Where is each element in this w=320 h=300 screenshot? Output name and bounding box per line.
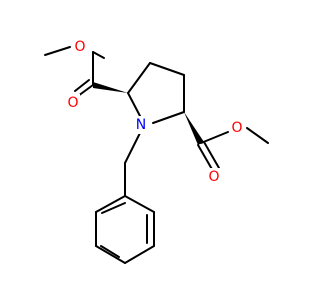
bond-carbonyl-double-left-2: [74, 79, 90, 92]
phenyl-bond-6: [95, 195, 126, 213]
phenyl-inner-bond-3: [101, 202, 126, 214]
bond-carbonyl-double-left-1: [77, 84, 94, 97]
molecule-structure: O O N O O: [44, 38, 269, 264]
ring-bond-n-c2: [127, 92, 141, 117]
bond-carbonyl-double-right-2: [203, 141, 220, 169]
oxygen-label-bg-right-ester: [231, 119, 244, 137]
oxygen-label-bg-right-carbonyl: [208, 168, 221, 186]
bond-n-ch2: [124, 132, 141, 164]
oxygen-label-bg-top: [74, 38, 87, 56]
oxygen-label-left: O: [67, 95, 78, 111]
ring-bond-c3-c4: [149, 62, 185, 76]
atom-labels: O O N O O: [67, 38, 244, 186]
phenyl-bond-3: [124, 245, 155, 264]
nitrogen-label: N: [136, 117, 146, 133]
ring-bond-c2-c3: [127, 62, 151, 94]
bond-o-ester-methyl-right: [246, 127, 269, 144]
phenyl-bond-4: [95, 245, 126, 264]
bond-right-carbonyl-o-ester: [200, 131, 229, 144]
wedge-bond-right: [184, 112, 204, 145]
oxygen-label-right-ester: O: [231, 120, 242, 136]
phenyl-bond-1: [124, 195, 155, 213]
ring-bond-c5-n: [152, 111, 185, 124]
bonds: [44, 46, 269, 264]
bond-o-top-carbonyl-c: [92, 51, 105, 59]
nitrogen-label-bg: [134, 116, 149, 134]
bond-methyl-o-top: [44, 46, 71, 56]
wedge-bond-left: [93, 82, 128, 93]
oxygen-label-right-carbonyl: O: [208, 169, 219, 185]
oxygen-label-top: O: [74, 39, 85, 55]
oxygen-label-bg-left: [67, 94, 80, 112]
bond-carbonyl-double-right-1: [197, 144, 214, 172]
phenyl-inner-bond-2: [100, 245, 120, 258]
